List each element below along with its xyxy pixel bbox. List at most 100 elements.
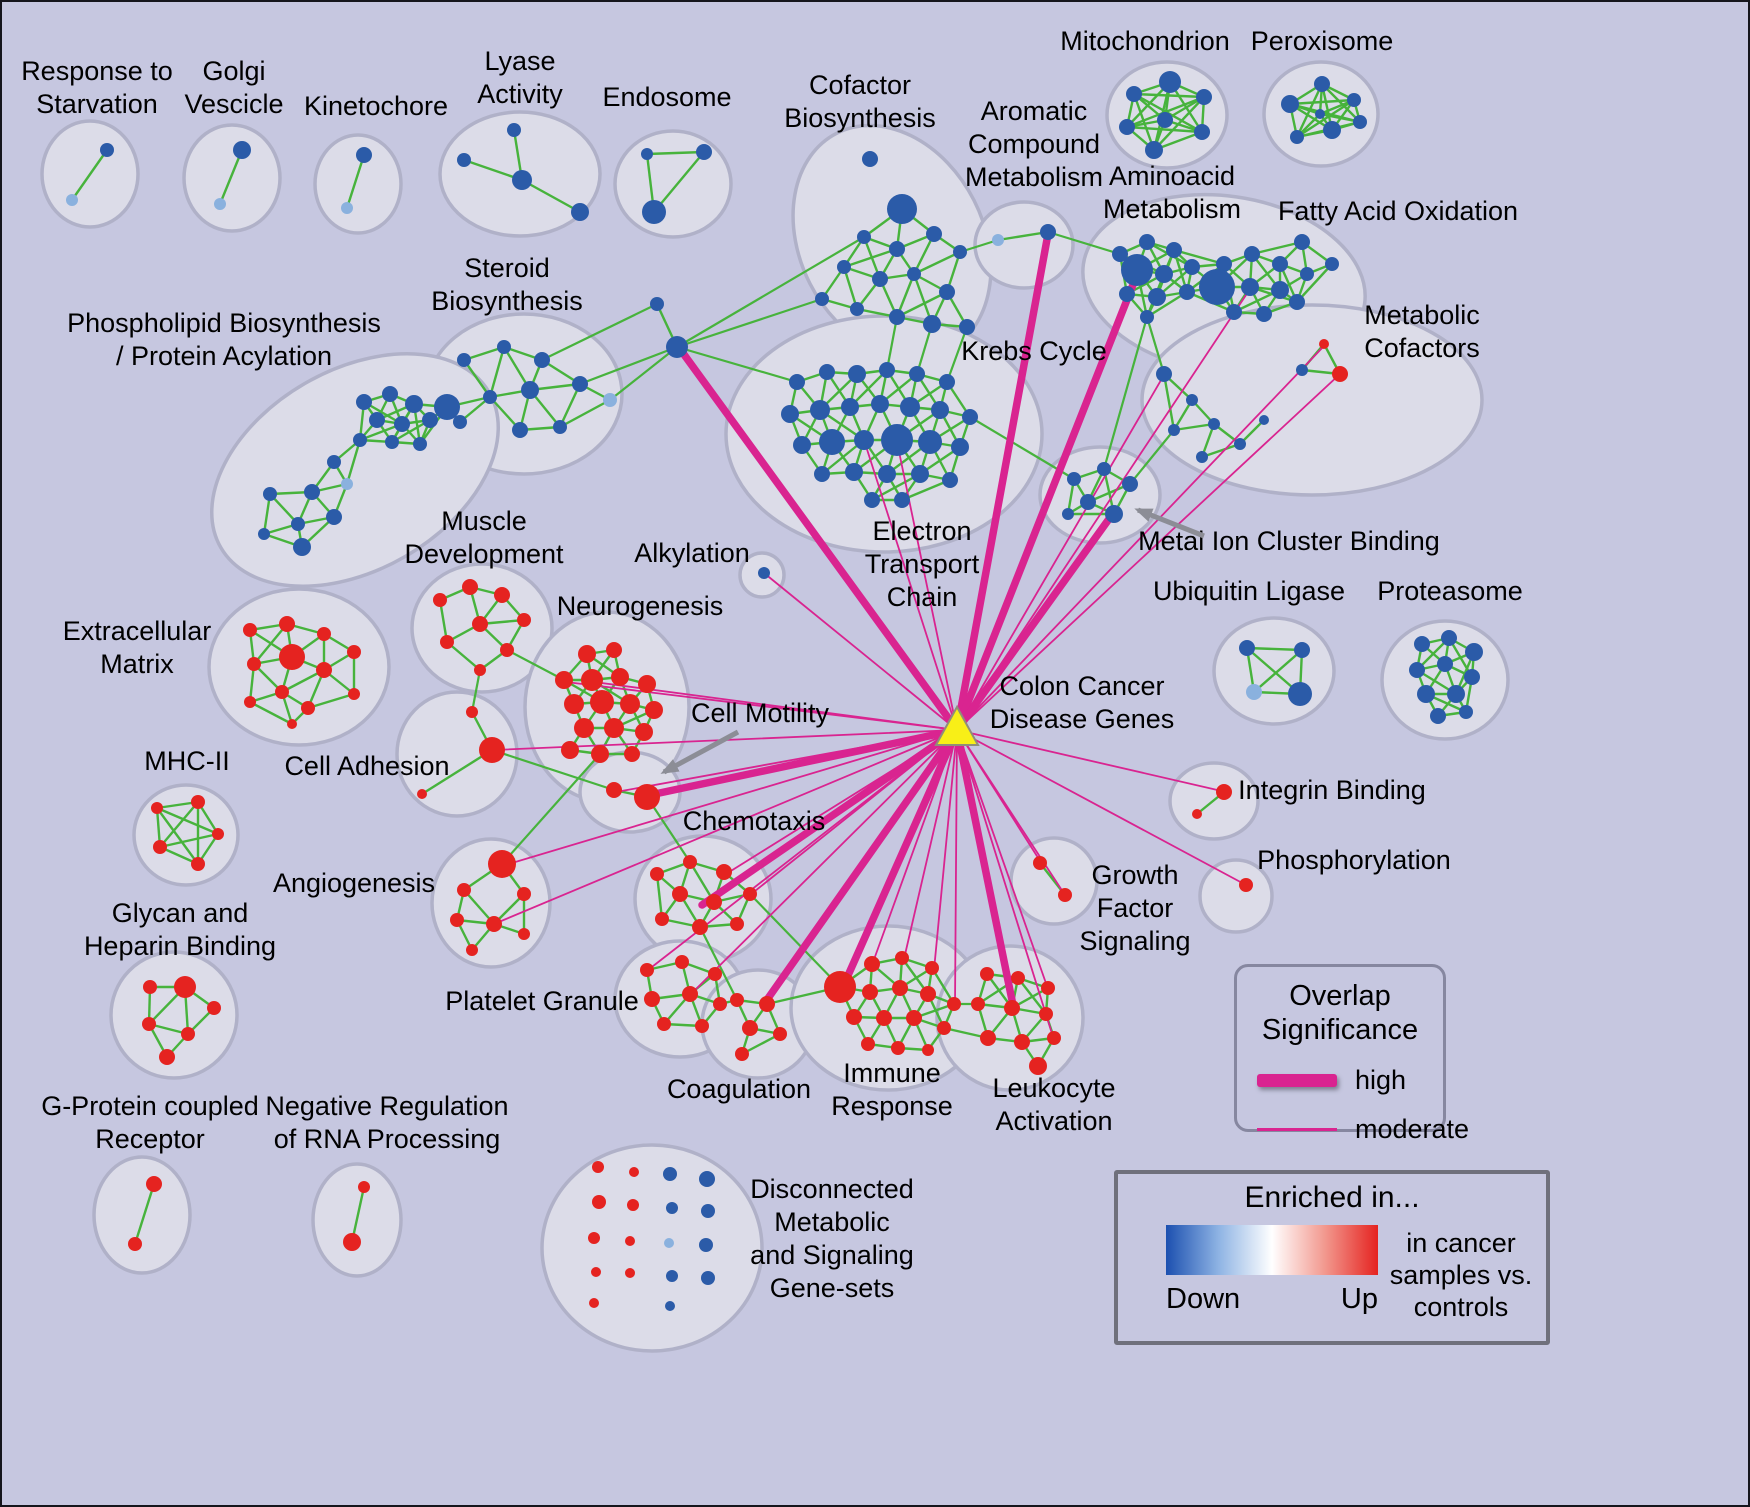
gene-set-node bbox=[841, 398, 859, 416]
gene-set-node bbox=[1155, 265, 1173, 283]
cluster-label-cofactor-biosynthesis: Biosynthesis bbox=[784, 103, 936, 133]
gene-set-node bbox=[1216, 784, 1232, 800]
gene-set-node bbox=[214, 198, 226, 210]
gene-set-overlap-edge bbox=[307, 692, 355, 710]
high-significance-row: high bbox=[1257, 1065, 1443, 1096]
gene-set-node bbox=[1465, 643, 1483, 661]
gene-set-node bbox=[457, 883, 471, 897]
gene-set-node bbox=[433, 593, 447, 607]
cluster-label-endosome: Endosome bbox=[602, 82, 731, 112]
gene-set-node bbox=[1119, 119, 1135, 135]
disease-overlap-edge-moderate bbox=[871, 729, 958, 966]
gene-set-node bbox=[879, 362, 895, 378]
cluster-label-golgi-vescicle: Golgi bbox=[202, 56, 265, 86]
gene-set-node bbox=[872, 271, 888, 287]
disease-overlap-edge-moderate bbox=[933, 729, 958, 971]
gene-set-node bbox=[1119, 286, 1135, 302]
gene-set-node bbox=[1414, 636, 1430, 652]
gene-set-node bbox=[1281, 95, 1299, 113]
disease-overlap-edge-moderate bbox=[896, 441, 958, 731]
gene-set-node bbox=[642, 200, 666, 224]
disease-overlap-edge-moderate bbox=[956, 729, 1227, 793]
gene-set-node bbox=[881, 424, 913, 456]
gene-set-node bbox=[1294, 234, 1310, 250]
gene-set-node bbox=[819, 364, 835, 380]
cluster-label-angiogenesis: Angiogenesis bbox=[273, 868, 435, 898]
cluster-label-colon-cancer-disease-genes: Disease Genes bbox=[990, 704, 1175, 734]
gene-set-node bbox=[1047, 1031, 1061, 1045]
gene-set-node bbox=[457, 353, 471, 367]
gene-set-node bbox=[864, 492, 880, 508]
gene-set-node bbox=[962, 409, 978, 425]
gene-set-node bbox=[645, 701, 663, 719]
gene-set-node bbox=[1464, 669, 1480, 685]
gene-set-node bbox=[845, 463, 863, 481]
gene-set-node bbox=[293, 538, 311, 556]
disease-overlap-edge-high bbox=[646, 726, 961, 799]
cluster-label-aminoacid-metabolism: Aminoacid bbox=[1109, 161, 1235, 191]
gene-set-node bbox=[287, 719, 297, 729]
gene-set-node bbox=[146, 1176, 162, 1192]
cluster-label-cofactor-biosynthesis: Cofactor bbox=[809, 70, 911, 100]
gene-set-node bbox=[327, 455, 341, 469]
gene-set-node bbox=[356, 394, 372, 410]
gene-set-node bbox=[907, 267, 921, 281]
gene-set-node bbox=[848, 365, 866, 383]
gene-set-node bbox=[474, 664, 486, 676]
gene-set-node bbox=[507, 123, 521, 137]
cluster-label-alkylation: Alkylation bbox=[634, 538, 750, 568]
enrichment-gradient-column: Down Up bbox=[1166, 1225, 1378, 1316]
cluster-label-growth-factor-signaling: Signaling bbox=[1079, 926, 1190, 956]
gene-set-overlap-edge bbox=[1173, 248, 1225, 266]
gene-set-node bbox=[247, 657, 261, 671]
gene-set-overlap-edge bbox=[159, 801, 199, 848]
inter-cluster-edge bbox=[501, 753, 601, 865]
inter-cluster-edge bbox=[945, 326, 969, 383]
gene-set-overlap-edge bbox=[1126, 95, 1205, 129]
gene-set-node bbox=[555, 671, 573, 689]
gene-set-node bbox=[304, 484, 320, 500]
moderate-significance-label: moderate bbox=[1355, 1114, 1470, 1144]
gene-set-node bbox=[1058, 888, 1072, 902]
nodes-layer bbox=[66, 71, 1483, 1311]
gene-set-node bbox=[1234, 438, 1246, 450]
cluster-label-disconnected-gene-sets: Metabolic bbox=[774, 1207, 890, 1237]
gene-set-node bbox=[638, 675, 656, 693]
gene-set-overlap-edge bbox=[1296, 263, 1333, 303]
gene-set-node bbox=[466, 944, 478, 956]
gene-set-node bbox=[759, 996, 775, 1012]
gene-set-overlap-edge bbox=[646, 150, 705, 156]
gene-set-node bbox=[207, 1001, 221, 1015]
gene-set-node bbox=[479, 737, 505, 763]
cluster-label-leukocyte-activation: Activation bbox=[995, 1106, 1112, 1136]
disease-overlap-edge-high bbox=[953, 726, 1018, 1014]
disease-overlap-edge-moderate bbox=[863, 439, 958, 731]
disease-overlap-edge-moderate bbox=[725, 729, 958, 875]
gene-set-node bbox=[1004, 1000, 1020, 1016]
enrichment-legend-title: Enriched in... bbox=[1244, 1181, 1420, 1214]
gene-set-node bbox=[1239, 640, 1255, 656]
disease-overlap-edge-high bbox=[676, 345, 961, 734]
gene-set-node bbox=[1196, 451, 1208, 463]
inter-cluster-edge bbox=[541, 303, 658, 361]
gene-set-node bbox=[316, 662, 332, 678]
gene-set-overlap-edge bbox=[1162, 373, 1176, 431]
gene-set-overlap-edge bbox=[997, 230, 1049, 242]
inter-cluster-edge bbox=[470, 669, 482, 713]
gene-set-node bbox=[1437, 656, 1453, 672]
cluster-label-g-protein-coupled-receptor: Receptor bbox=[95, 1124, 205, 1154]
gene-set-node bbox=[574, 718, 594, 738]
gene-set-node bbox=[701, 1271, 715, 1285]
gene-set-node bbox=[1105, 505, 1123, 523]
inter-cluster-edge bbox=[699, 926, 738, 1001]
inter-cluster-edge bbox=[1102, 316, 1149, 470]
gene-set-node bbox=[369, 412, 385, 428]
cluster-label-metabolic-cofactors: Cofactors bbox=[1364, 333, 1480, 363]
cluster-label-neurogenesis: Neurogenesis bbox=[557, 591, 724, 621]
gene-set-node bbox=[682, 986, 698, 1002]
cluster-label-extracellular-matrix: Matrix bbox=[100, 649, 174, 679]
gene-set-node bbox=[512, 170, 532, 190]
cluster-label-electron-transport-chain: Transport bbox=[865, 549, 980, 579]
cluster-label-proteasome: Proteasome bbox=[1377, 576, 1523, 606]
gene-set-node bbox=[1216, 256, 1232, 272]
